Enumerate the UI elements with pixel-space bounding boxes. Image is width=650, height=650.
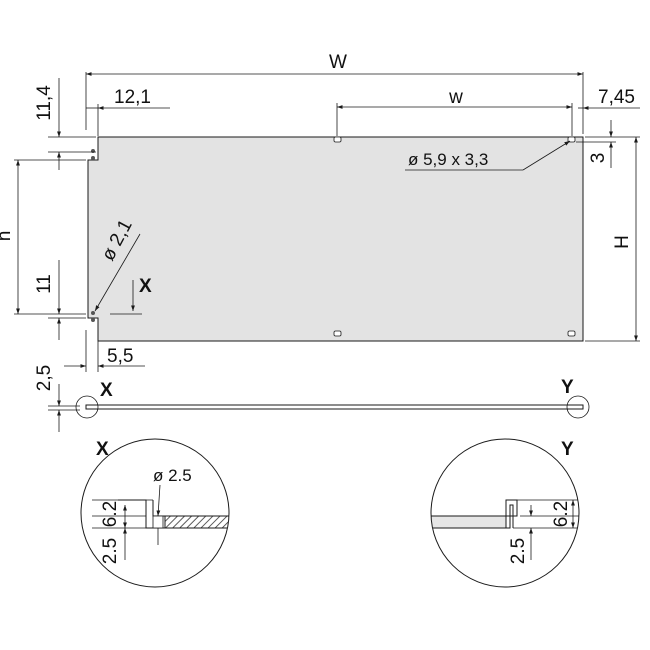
hole-bottom-b (91, 318, 95, 322)
detail-y-profile (505, 499, 518, 529)
marker-x-side: X (100, 380, 113, 401)
label-3: 3 (588, 153, 609, 164)
slot-top-left (333, 136, 342, 143)
detail-y-title: Y (561, 439, 574, 460)
detail-y: Y 6.2 2.5 (430, 438, 580, 588)
marker-x-top: X (139, 276, 152, 297)
detail-x-2-5: 2.5 (100, 538, 121, 564)
side-view: X Y (75, 377, 590, 419)
dim-h: h (0, 159, 86, 315)
dim-3: 3 (576, 120, 640, 168)
label-h: h (0, 231, 15, 242)
label-W: W (329, 52, 347, 73)
slot-bottom-left (333, 330, 342, 337)
front-panel (87, 136, 584, 342)
label-11-4: 11,4 (34, 85, 55, 121)
label-w: w (448, 87, 463, 108)
label-7-45: 7,45 (598, 87, 635, 108)
hole-top-b (91, 156, 95, 160)
detail-y-6-2: 6.2 (551, 501, 572, 527)
dim-H: H (585, 137, 640, 342)
label-slot: ø 5,9 x 3,3 (408, 150, 488, 169)
label-H: H (612, 235, 633, 249)
label-12-1: 12,1 (114, 87, 151, 108)
panel-outline (87, 136, 584, 342)
dim-11-4: 11,4 (34, 78, 96, 170)
dim-11: 11 (34, 260, 86, 340)
dim-2-5: 2,5 (34, 365, 80, 432)
callout-slot: ø 5,9 x 3,3 (405, 140, 571, 171)
marker-y-side: Y (561, 377, 574, 398)
dim-12-1: 12,1 (86, 87, 170, 136)
label-5-5: 5,5 (107, 346, 133, 367)
hole-bottom-a (91, 311, 95, 315)
detail-y-2-5: 2.5 (508, 538, 529, 564)
dim-W: W (85, 52, 584, 134)
detail-x-hole: ø 2.5 (153, 466, 192, 485)
label-11: 11 (34, 274, 55, 294)
detail-x-6-2: 6.2 (100, 501, 121, 527)
detail-x-title: X (96, 439, 109, 460)
detail-x: X 6.2 2.5 ø 2.5 (80, 438, 230, 588)
label-2-5: 2,5 (34, 365, 55, 391)
slot-bottom-right (567, 330, 576, 337)
section-arrow-x: X (110, 276, 152, 315)
dim-w: w (336, 87, 573, 136)
dim-7-45: 7,45 (578, 87, 640, 110)
dim-5-5: 5,5 (64, 330, 145, 372)
